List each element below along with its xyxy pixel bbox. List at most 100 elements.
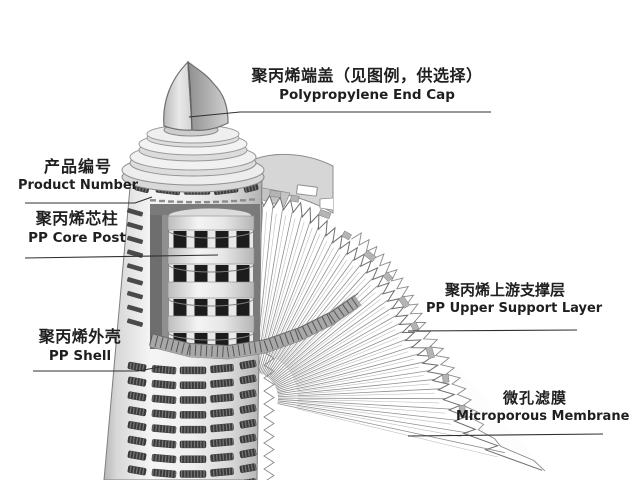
core-post-hole: [215, 333, 229, 348]
shell-slot: [151, 453, 177, 464]
print-mark: [186, 200, 192, 204]
pleat-line: [277, 401, 469, 434]
shell-slot: [126, 290, 144, 300]
pleat-line: [291, 313, 389, 375]
print-mark: [195, 201, 201, 204]
shell-slot: [126, 263, 144, 272]
shell-slot: [127, 465, 147, 476]
shell-slot: [179, 381, 207, 389]
shell-label-en: PP Shell: [48, 347, 112, 364]
core-post-hole: [236, 299, 250, 316]
core-post-hole: [236, 231, 250, 248]
pleat-line: [275, 323, 400, 387]
print-mark: [159, 199, 165, 203]
pleat-fold-tab: [398, 295, 410, 309]
pleat-line: [263, 240, 334, 376]
callout-product-number: 产品编号 Product Number: [16, 157, 140, 195]
print-mark: [213, 200, 219, 204]
pleat-line: [272, 299, 388, 384]
pleat-line: [271, 285, 378, 381]
end-cap-label-zh: 聚丙烯端盖（见图例，供选择）: [251, 66, 483, 85]
pleat-line: [277, 370, 430, 395]
shell-slot: [127, 421, 147, 431]
pleat-fold-tab: [269, 190, 282, 198]
shell-slot: [210, 408, 234, 418]
pleat-line: [297, 366, 419, 390]
pleat-line: [257, 213, 277, 353]
shell-slot: [239, 448, 257, 459]
shell-slot: [179, 425, 207, 434]
membrane-leader-line: [407, 433, 604, 437]
pleat-line: [297, 406, 463, 438]
shell-slot: [179, 396, 207, 404]
print-mark: [177, 200, 183, 204]
ribbon-edge-notch: [319, 197, 334, 211]
shell-slot: [179, 455, 207, 463]
shell-slot: [126, 221, 144, 231]
pleat-fold-tab: [363, 249, 377, 263]
print-mark: [222, 200, 228, 203]
core-post-hole: [173, 231, 187, 248]
core-post-label-zh: 聚丙烯芯柱: [35, 209, 119, 228]
core-post-hole: [173, 299, 187, 316]
shell-slot: [127, 361, 147, 372]
shell-slot: [210, 393, 234, 403]
core-post-label-en: PP Core Post: [28, 229, 126, 246]
shell-slot: [126, 235, 144, 245]
shell-leader-line: [33, 366, 161, 372]
print-mark: [168, 200, 174, 203]
shell-slot: [126, 304, 144, 314]
end-cap-fin: [163, 60, 229, 131]
shell-slot: [239, 389, 257, 399]
shell-slot: [179, 411, 207, 419]
pleat-line: [297, 392, 435, 398]
pleat-line: [294, 337, 399, 381]
print-mark: [249, 198, 255, 201]
pleat-line: [277, 388, 441, 398]
shell-slot: [127, 391, 147, 402]
support-layer-label-en: PP Upper Support Layer: [426, 300, 603, 316]
pleat-line: [274, 315, 397, 386]
shell-slot: [239, 359, 257, 370]
shell-slot: [127, 435, 147, 446]
pleat-line: [297, 401, 446, 414]
pleat-line: [277, 353, 419, 392]
pleat-line: [288, 299, 381, 371]
shell-slot: [210, 423, 234, 433]
pleat-line: [295, 344, 403, 383]
shell-slot: [239, 404, 257, 414]
pleat-fold-tab: [318, 209, 332, 220]
shell-slot: [179, 366, 207, 375]
pleat-line: [297, 398, 440, 404]
pleat-fold-tab: [409, 321, 420, 332]
pleat-fold-tab: [441, 373, 450, 383]
product-number-leader-line: [25, 196, 153, 204]
pleat-line: [296, 358, 414, 388]
shell-slot: [210, 467, 234, 477]
ribbon-slot-hole: [296, 184, 318, 197]
print-mark: [240, 199, 246, 202]
shell-slot: [151, 394, 177, 404]
pleat-line: [277, 361, 425, 394]
shell-slot: [210, 363, 234, 374]
pp-core-post-graphic: [167, 207, 255, 348]
shell-slot: [210, 437, 234, 448]
shell-slot: [126, 318, 144, 327]
pleat-line: [267, 227, 313, 355]
callout-membrane: 微孔滤膜 Microporous Membrane: [456, 389, 629, 425]
pleat-fold-tab: [290, 194, 300, 203]
core-post-hole: [173, 265, 187, 282]
print-mark: [204, 200, 210, 204]
pleat-line: [276, 346, 413, 391]
pleat-line: [296, 408, 498, 458]
shell-slot: [179, 470, 207, 478]
shell-slot: [127, 450, 147, 461]
pleat-line: [277, 403, 505, 454]
core-post-hole: [215, 231, 229, 248]
pleat-line: [292, 321, 393, 377]
core-post-hole: [215, 265, 229, 282]
print-mark: [231, 199, 237, 203]
shell-slot: [239, 374, 257, 385]
cut-edge-band: [149, 293, 362, 360]
shell-slot: [151, 409, 177, 419]
